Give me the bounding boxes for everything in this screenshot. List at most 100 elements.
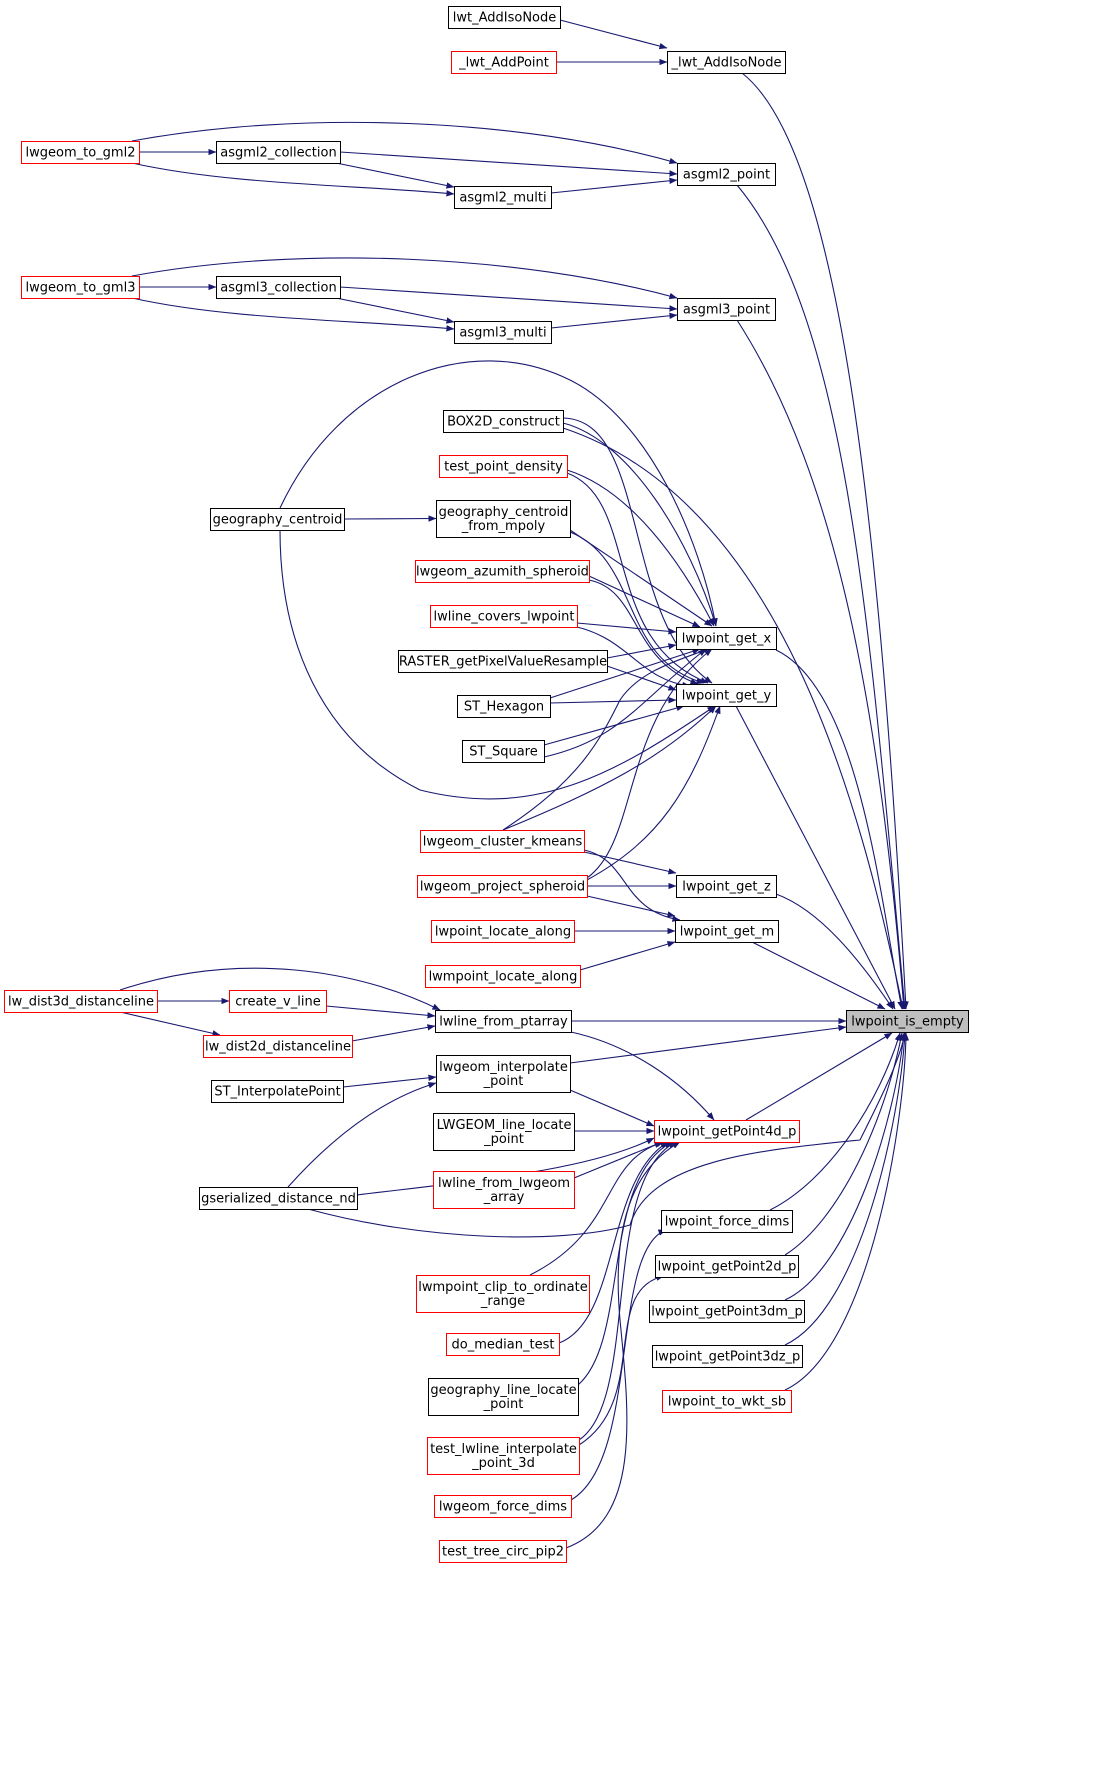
node-box xyxy=(216,276,341,299)
node-lwgeom_to_gml2[interactable]: lwgeom_to_gml2 xyxy=(21,141,140,164)
node-lwpoint_locate_along[interactable]: lwpoint_locate_along xyxy=(431,920,575,943)
node-lwmpoint_clip_to_ordinate_range[interactable]: lwmpoint_clip_to_ordinate_range xyxy=(416,1275,590,1313)
edge-lwgeom_cluster_kmeans-to-lwpoint_get_m xyxy=(583,849,681,922)
node-lwmpoint_locate_along[interactable]: lwmpoint_locate_along xyxy=(425,965,581,988)
node-box xyxy=(415,560,590,583)
node-box xyxy=(210,508,345,531)
node-lwpoint_get_y[interactable]: lwpoint_get_y xyxy=(676,684,777,707)
node-ST_Square[interactable]: ST_Square xyxy=(462,740,545,763)
edge-asgml2_collection-to-asgml2_multi xyxy=(335,162,455,189)
node-lwpoint_get_z[interactable]: lwpoint_get_z xyxy=(676,875,777,898)
node-box xyxy=(434,1495,572,1518)
node-label: lwpoint_getPoint3dm_p xyxy=(651,1305,802,1320)
edge-asgml3_multi-to-asgml3_point xyxy=(550,312,678,329)
edge-lwgeom_azumith_spheroid-to-lwpoint_get_x xyxy=(588,575,701,628)
node-lwpoint_get_x[interactable]: lwpoint_get_x xyxy=(676,627,777,650)
edge-lw_dist3d_distanceline-to-lwline_from_ptarray xyxy=(119,967,441,1011)
node-label: _point xyxy=(483,1074,524,1089)
edge-lwpoint_get_m-to-lwpoint_is_empty xyxy=(751,941,886,1010)
node-label: _point xyxy=(483,1132,524,1147)
node-asgml3_collection[interactable]: asgml3_collection xyxy=(216,276,341,299)
node-lw_dist3d_distanceline[interactable]: lw_dist3d_distanceline xyxy=(4,990,158,1013)
node-lwpoint_is_empty[interactable]: lwpoint_is_empty xyxy=(846,1010,969,1033)
edge-lwline_from_lwgeom_array-to-lwpoint_getPoint4d_p xyxy=(573,1141,663,1179)
node-gserialized_distance_nd[interactable]: gserialized_distance_nd xyxy=(199,1187,358,1210)
node-lwpoint_to_wkt_sb[interactable]: lwpoint_to_wkt_sb xyxy=(662,1390,792,1413)
edge-asgml2_point-to-lwpoint_is_empty xyxy=(736,184,908,1010)
edge-lwpoint_get_y-to-lwpoint_is_empty xyxy=(735,705,896,1010)
node-lwline_from_lwgeom_array[interactable]: lwline_from_lwgeom_array xyxy=(433,1171,575,1209)
node-box xyxy=(457,695,551,718)
node-test_tree_circ_pip2[interactable]: test_tree_circ_pip2 xyxy=(439,1540,567,1563)
node-_lwt_AddIsoNode[interactable]: _lwt_AddIsoNode xyxy=(667,51,786,74)
node-box xyxy=(655,1255,799,1278)
node-lwpoint_getPoint2d_p[interactable]: lwpoint_getPoint2d_p xyxy=(655,1255,799,1278)
edge-lwpoint_get_z-to-lwpoint_is_empty xyxy=(775,893,894,1010)
node-_lwt_AddPoint[interactable]: _lwt_AddPoint xyxy=(451,51,557,74)
node-ST_InterpolatePoint[interactable]: ST_InterpolatePoint xyxy=(211,1080,344,1103)
edge-lwpoint_getPoint3dz_p-to-lwpoint_is_empty xyxy=(784,1032,908,1346)
node-lwpoint_getPoint3dm_p[interactable]: lwpoint_getPoint3dm_p xyxy=(649,1300,805,1323)
node-geography_centroid_from_mpoly[interactable]: geography_centroid_from_mpoly xyxy=(436,500,571,538)
node-box xyxy=(661,1210,793,1233)
node-box xyxy=(676,875,777,898)
node-asgml2_collection[interactable]: asgml2_collection xyxy=(216,141,341,164)
node-lwpoint_getPoint4d_p[interactable]: lwpoint_getPoint4d_p xyxy=(654,1120,800,1143)
node-box xyxy=(431,920,575,943)
node-lwpoint_get_m[interactable]: lwpoint_get_m xyxy=(675,920,779,943)
node-lwt_AddIsoNode[interactable]: lwt_AddIsoNode xyxy=(448,6,561,29)
node-ST_Hexagon[interactable]: ST_Hexagon xyxy=(457,695,551,718)
node-box xyxy=(416,1275,590,1313)
node-box xyxy=(677,163,776,186)
edge-test_tree_circ_pip2-to-lwpoint_getPoint4d_p xyxy=(565,1141,681,1549)
node-box xyxy=(21,276,140,299)
edge-lw_dist2d_distanceline-to-lwline_from_ptarray xyxy=(351,1024,436,1042)
node-box xyxy=(451,51,557,74)
node-label: asgml3_point xyxy=(683,303,770,318)
node-label: ST_Square xyxy=(469,745,537,760)
node-lw_dist2d_distanceline[interactable]: lw_dist2d_distanceline xyxy=(203,1035,353,1058)
node-label: lwpoint_to_wkt_sb xyxy=(668,1395,786,1410)
node-label: lwgeom_to_gml3 xyxy=(26,281,136,296)
node-geography_line_locate_point[interactable]: geography_line_locate_point xyxy=(428,1378,579,1416)
node-test_point_density[interactable]: test_point_density xyxy=(439,455,568,478)
node-box xyxy=(436,500,571,538)
node-box xyxy=(427,1437,580,1475)
node-label: asgml3_multi xyxy=(459,326,546,341)
node-lwline_covers_lwpoint[interactable]: lwline_covers_lwpoint xyxy=(430,605,578,628)
node-lwgeom_project_spheroid[interactable]: lwgeom_project_spheroid xyxy=(417,875,588,898)
edge-lwgeom_to_gml3-to-asgml3_point xyxy=(131,257,678,300)
node-create_v_line[interactable]: create_v_line xyxy=(229,990,327,1013)
edge-ST_Hexagon-to-lwpoint_get_x xyxy=(549,648,701,699)
node-lwgeom_interpolate_point[interactable]: lwgeom_interpolate_point xyxy=(436,1055,571,1093)
node-RASTER_getPixelValueResample[interactable]: RASTER_getPixelValueResample xyxy=(398,650,608,673)
node-asgml2_multi[interactable]: asgml2_multi xyxy=(454,186,552,209)
node-do_median_test[interactable]: do_median_test xyxy=(446,1333,560,1356)
node-box xyxy=(846,1010,969,1033)
node-label: lwt_AddIsoNode xyxy=(453,11,557,26)
node-label: RASTER_getPixelValueResample xyxy=(399,655,607,670)
node-label: lwpoint_get_x xyxy=(682,632,772,647)
node-lwgeom_force_dims[interactable]: lwgeom_force_dims xyxy=(434,1495,572,1518)
node-lwgeom_cluster_kmeans[interactable]: lwgeom_cluster_kmeans xyxy=(420,830,585,853)
node-asgml3_point[interactable]: asgml3_point xyxy=(677,298,776,321)
node-lwpoint_force_dims[interactable]: lwpoint_force_dims xyxy=(661,1210,793,1233)
node-test_lwline_interpolate_point_3d[interactable]: test_lwline_interpolate_point_3d xyxy=(427,1437,580,1475)
edge-lwpoint_force_dims-to-lwpoint_is_empty xyxy=(769,1032,901,1211)
node-label: lwgeom_azumith_spheroid xyxy=(416,565,589,580)
node-asgml3_multi[interactable]: asgml3_multi xyxy=(454,321,552,344)
node-box xyxy=(676,627,777,650)
edge-lwgeom_to_gml2-to-asgml2_multi xyxy=(131,162,455,197)
node-BOX2D_construct[interactable]: BOX2D_construct xyxy=(443,410,564,433)
node-lwgeom_to_gml3[interactable]: lwgeom_to_gml3 xyxy=(21,276,140,299)
node-label: test_tree_circ_pip2 xyxy=(442,1545,564,1560)
node-geography_centroid[interactable]: geography_centroid xyxy=(210,508,345,531)
node-label: geography_line_locate xyxy=(430,1383,576,1398)
node-LWGEOM_line_locate_point[interactable]: LWGEOM_line_locate_point xyxy=(433,1113,575,1151)
node-lwgeom_azumith_spheroid[interactable]: lwgeom_azumith_spheroid xyxy=(415,560,590,583)
node-lwline_from_ptarray[interactable]: lwline_from_ptarray xyxy=(435,1010,572,1033)
edge-lwgeom_cluster_kmeans-to-lwpoint_get_y xyxy=(502,705,717,831)
node-lwpoint_getPoint3dz_p[interactable]: lwpoint_getPoint3dz_p xyxy=(652,1345,803,1368)
node-asgml2_point[interactable]: asgml2_point xyxy=(677,163,776,186)
